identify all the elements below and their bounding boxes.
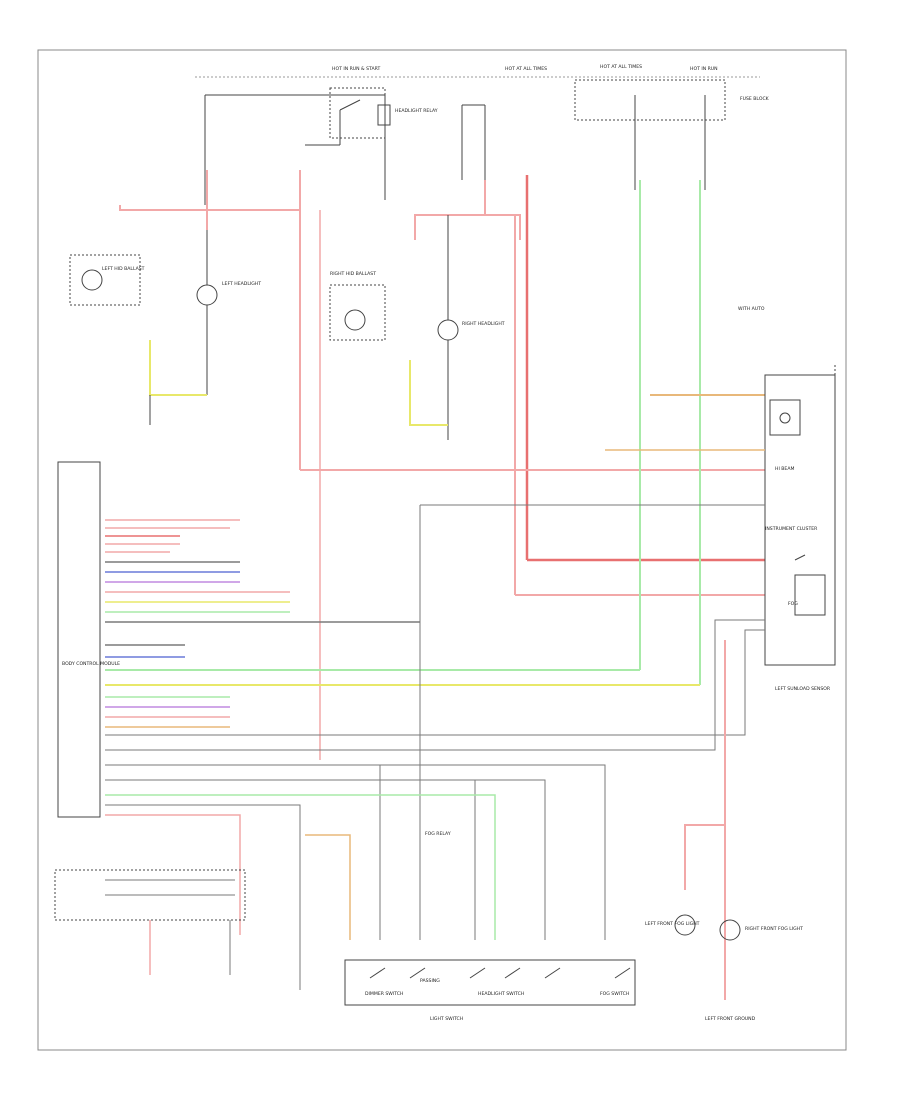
label-hot-in-run: HOT IN RUN bbox=[690, 66, 718, 72]
label-dimmer-switch: DIMMER SWITCH bbox=[365, 991, 403, 997]
label-right-headlight: RIGHT HEADLIGHT bbox=[462, 321, 505, 327]
body-control-module bbox=[57, 461, 101, 818]
fuse-block bbox=[461, 79, 726, 190]
light-switch bbox=[344, 959, 636, 1006]
headlight-relay bbox=[204, 87, 391, 205]
diagram-border bbox=[37, 49, 847, 1051]
label-right-front-fog-light: RIGHT FRONT FOG LIGHT bbox=[745, 926, 803, 932]
instrument-cluster bbox=[764, 365, 836, 666]
label-body-control-module: BODY CONTROL MODULE bbox=[62, 661, 120, 667]
label-hot-run-start: HOT IN RUN & START bbox=[332, 66, 380, 72]
label-hot-at-all-times-1: HOT AT ALL TIMES bbox=[505, 66, 547, 72]
label-fog-switch: FOG SWITCH bbox=[600, 991, 629, 997]
label-with-auto: WITH AUTO bbox=[738, 306, 765, 312]
label-passing: PASSING bbox=[420, 978, 440, 984]
cluster-wires bbox=[105, 449, 765, 940]
left-hid-ballast bbox=[69, 230, 218, 425]
label-instrument-cluster: INSTRUMENT CLUSTER bbox=[765, 526, 818, 532]
label-light-switch: LIGHT SWITCH bbox=[430, 1016, 463, 1022]
green-wires bbox=[105, 180, 765, 686]
right-hid-ballast bbox=[329, 215, 459, 440]
label-hi-beam: HI BEAM bbox=[775, 466, 794, 472]
lower-left-connector bbox=[54, 869, 246, 975]
label-left-sunload-sensor: LEFT SUNLOAD SENSOR bbox=[775, 686, 831, 692]
bcm-harness bbox=[105, 519, 420, 728]
fog-light-circuit bbox=[674, 640, 741, 1000]
label-left-headlight: LEFT HEADLIGHT bbox=[222, 281, 261, 287]
label-left-front-fog-light: LEFT FRONT FOG LIGHT bbox=[645, 921, 700, 927]
label-fuse-block: FUSE BLOCK bbox=[740, 96, 770, 102]
label-headlight-switch: HEADLIGHT SWITCH bbox=[478, 991, 524, 997]
label-left-front-ground: LEFT FRONT GROUND bbox=[705, 1016, 756, 1022]
label-headlight-relay: HEADLIGHT RELAY bbox=[395, 108, 438, 114]
label-right-hid-ballast: RIGHT HID BALLAST bbox=[330, 271, 376, 277]
switch-drops bbox=[105, 764, 606, 990]
label-hot-at-all-times-2: HOT AT ALL TIMES bbox=[600, 64, 642, 70]
component-labels: HOT IN RUN & START HOT AT ALL TIMES HOT … bbox=[62, 64, 831, 1022]
label-left-hid-ballast: LEFT HID BALLAST bbox=[102, 266, 145, 272]
label-fog: FOG bbox=[788, 601, 798, 607]
red-wires-top bbox=[119, 170, 765, 760]
label-fog-relay: FOG RELAY bbox=[425, 831, 451, 837]
